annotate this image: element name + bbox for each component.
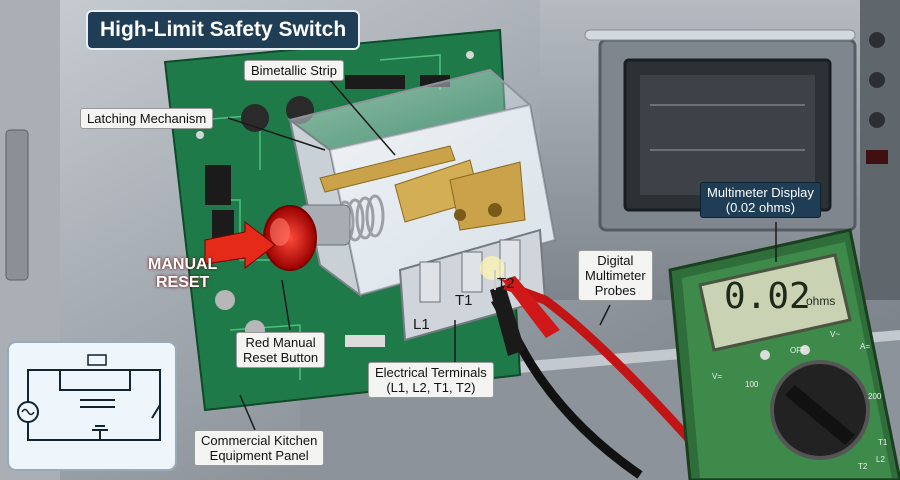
panel-line2: Equipment Panel [209, 448, 309, 463]
probes-line1: Digital [597, 253, 634, 268]
label-latching-mechanism: Latching Mechanism [80, 108, 214, 129]
red-button-line1: Red Manual [245, 335, 316, 350]
display-line2: (0.02 ohms) [725, 200, 796, 215]
dial-label-v-dc: V= [712, 372, 723, 381]
circuit-inset [7, 341, 177, 471]
oven [540, 0, 900, 300]
label-multimeter-display: Multimeter Display (0.02 ohms) [700, 182, 821, 218]
terminal-label-t1: T1 [455, 292, 473, 309]
reset-button-graphic [204, 204, 351, 271]
display-line1: Multimeter Display [707, 185, 814, 200]
dial-label-l2: L2 [876, 455, 885, 464]
dial-label-100: 100 [745, 380, 759, 389]
dial-label-off: OFF [790, 346, 806, 355]
terminal-label-t2: T2 [497, 275, 515, 292]
terminal-label-l1: L1 [413, 316, 430, 333]
dial-label-v-ac: V~ [830, 330, 841, 339]
multimeter-unit: ohms [806, 294, 836, 308]
label-electrical-terminals: Electrical Terminals (L1, L2, T1, T2) [368, 362, 494, 398]
multimeter-reading: 0.02 [724, 276, 811, 317]
left-handle [5, 129, 29, 281]
dial-label-200: 200 [868, 392, 882, 401]
manual-reset-line2: RESET [155, 274, 210, 291]
terminals-line1: Electrical Terminals [375, 365, 487, 380]
leader-lines [227, 79, 777, 431]
probes-line2: Multimeter [585, 268, 646, 283]
red-button-line2: Reset Button [243, 350, 319, 365]
label-manual-reset: MANUAL RESET [148, 256, 217, 292]
label-digital-multimeter-probes: Digital Multimeter Probes [578, 250, 653, 301]
dial-label-t2: T2 [858, 462, 868, 471]
page-title: High-Limit Safety Switch [86, 10, 361, 50]
label-bimetallic-strip: Bimetallic Strip [244, 60, 344, 81]
multimeter-probes [490, 262, 694, 479]
label-commercial-kitchen-panel: Commercial Kitchen Equipment Panel [194, 430, 325, 466]
dial-label-a-dc: A= [860, 342, 871, 351]
multimeter-body [668, 228, 900, 480]
manual-reset-line1: MANUAL [148, 256, 218, 273]
dial-label-t1: T1 [878, 438, 888, 447]
probes-line3: Probes [594, 283, 636, 298]
label-red-manual-reset-button: Red Manual Reset Button [236, 332, 326, 368]
panel-line1: Commercial Kitchen [201, 433, 318, 448]
terminals-line2: (L1, L2, T1, T2) [386, 380, 476, 395]
